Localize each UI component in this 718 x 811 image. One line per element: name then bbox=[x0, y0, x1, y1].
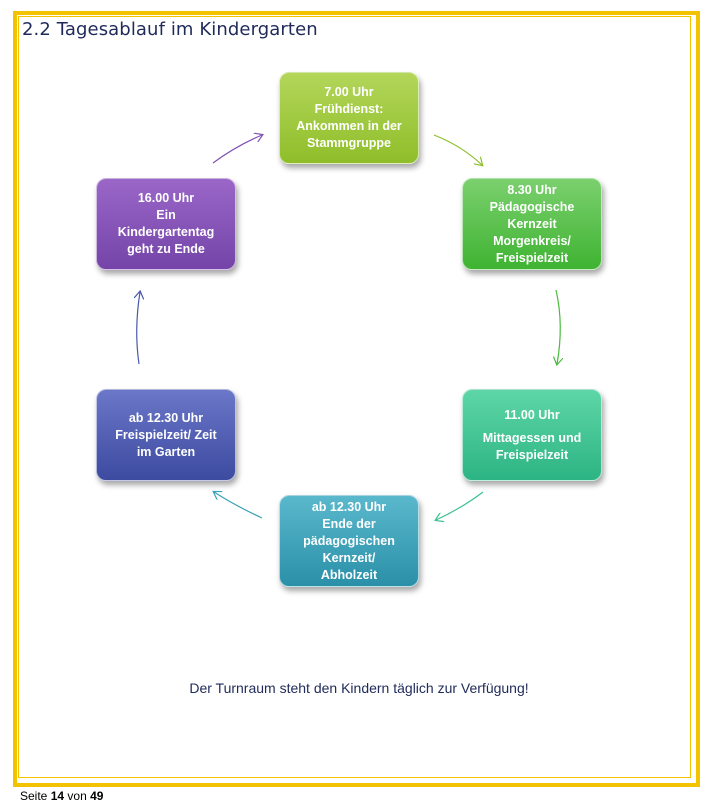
schedule-box-line: Pädagogische bbox=[489, 199, 575, 214]
schedule-box-line: Abholzeit bbox=[320, 567, 378, 582]
schedule-box-line: pädagogischen bbox=[303, 533, 395, 548]
schedule-box-garten: ab 12.30 Uhr Freispielzeit/ Zeit im Gart… bbox=[96, 389, 236, 481]
schedule-box-line: Freispielzeit bbox=[495, 250, 569, 265]
schedule-box-line: Freispielzeit/ Zeit bbox=[115, 427, 217, 442]
schedule-box-kernzeit: 8.30 Uhr Pädagogische Kernzeit Morgenkre… bbox=[462, 178, 602, 270]
schedule-box-line: Kernzeit bbox=[507, 216, 557, 231]
arrow-4-to-5 bbox=[214, 492, 263, 519]
footer-prefix: Seite bbox=[20, 789, 48, 803]
schedule-box-line: im Garten bbox=[136, 444, 196, 459]
schedule-box-line: Mittagessen und bbox=[482, 430, 582, 445]
schedule-box-line: Kernzeit/ bbox=[322, 550, 376, 565]
page-footer: Seite 14 von 49 bbox=[20, 789, 103, 803]
schedule-box-line: 7.00 Uhr bbox=[324, 85, 374, 99]
footer-page-number: 14 bbox=[50, 789, 65, 803]
schedule-box-line: 8.30 Uhr bbox=[507, 182, 557, 197]
footer-middle: von bbox=[67, 789, 87, 803]
schedule-box-line: ab 12.30 Uhr bbox=[128, 410, 204, 425]
turnraum-note: Der Turnraum steht den Kindern täglich z… bbox=[189, 680, 529, 696]
arrow-6-to-1 bbox=[212, 135, 262, 164]
schedule-box-line: geht zu Ende bbox=[127, 242, 205, 256]
schedule-box-line: Freispielzeit bbox=[495, 447, 569, 462]
schedule-box-line: 11.00 Uhr bbox=[504, 407, 560, 422]
schedule-box-abholzeit: ab 12.30 Uhr Ende der pädagogischen Kern… bbox=[279, 495, 419, 587]
schedule-box-line: Ende der bbox=[322, 516, 376, 531]
schedule-box-line: Ankommen in der bbox=[296, 119, 402, 133]
schedule-box-line: Stammgruppe bbox=[306, 136, 392, 150]
arrow-5-to-6 bbox=[137, 292, 140, 365]
schedule-box-line: Kindergartentag bbox=[117, 225, 215, 239]
schedule-box-line: Morgenkreis/ bbox=[493, 233, 571, 248]
section-heading: 2.2 Tagesablauf im Kindergarten bbox=[22, 19, 318, 40]
schedule-box-tagesende: 16.00 Uhr Ein Kindergartentag geht zu En… bbox=[96, 178, 236, 270]
arrow-3-to-4 bbox=[436, 491, 484, 520]
schedule-box-fruehdienst: 7.00 Uhr Frühdienst: Ankommen in der Sta… bbox=[279, 72, 419, 164]
page-frame bbox=[13, 11, 700, 787]
schedule-box-line: 16.00 Uhr bbox=[137, 191, 195, 205]
footer-page-total: 49 bbox=[90, 789, 104, 803]
schedule-box-mittagessen: 11.00 Uhr Mittagessen und Freispielzeit bbox=[462, 389, 602, 481]
schedule-box-line: ab 12.30 Uhr bbox=[311, 499, 387, 514]
schedule-box-line: Frühdienst: bbox=[314, 102, 384, 116]
schedule-box-line: Ein bbox=[156, 208, 176, 222]
arrow-2-to-3 bbox=[556, 289, 560, 364]
arrow-1-to-2 bbox=[433, 134, 482, 165]
